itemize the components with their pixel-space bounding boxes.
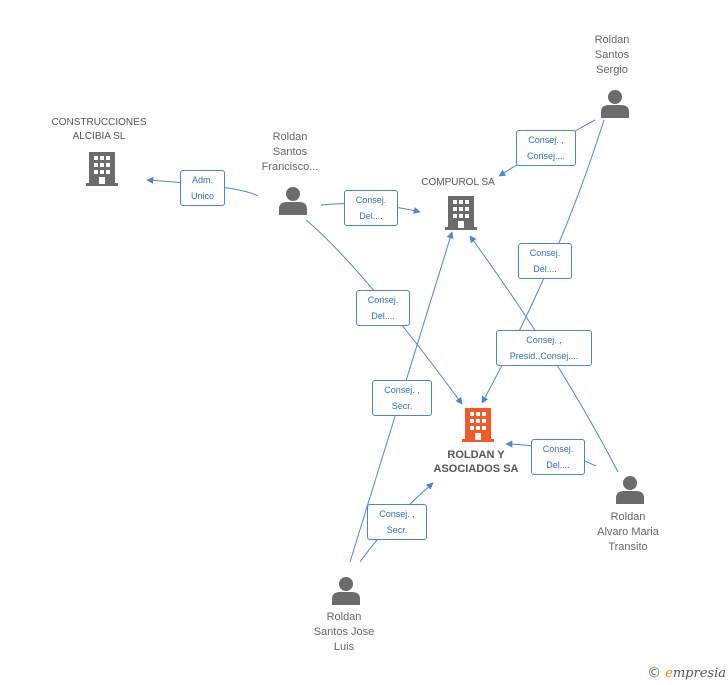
edge-label-jose-compurol: Consej. , Secr.: [372, 380, 432, 416]
alvaro-person-icon[interactable]: [615, 475, 645, 504]
francisco-person-icon[interactable]: [278, 186, 308, 215]
edge-label-sergio-roldan: Consej. Del....: [518, 243, 572, 279]
construcciones-label[interactable]: CONSTRUCCIONES ALCIBIA SL: [51, 117, 147, 142]
edge-francisco-roldan: [305, 219, 463, 405]
empresia-brand[interactable]: © empresia: [647, 665, 726, 681]
edge-label-francisco-roldan: Consej. Del....: [356, 290, 410, 326]
brand-name: empresia: [665, 666, 726, 681]
copyright-icon: ©: [647, 665, 662, 681]
sergio-label[interactable]: Roldan Santos Sergio: [594, 34, 630, 76]
edge-label-jose-roldan: Consej. , Secr.: [367, 504, 427, 540]
jose-person-icon[interactable]: [331, 576, 361, 605]
edge-label-alvaro-roldan: Consej. Del....: [531, 439, 585, 475]
compurol-building-icon[interactable]: [445, 196, 477, 230]
brand-rest: mpresia: [672, 665, 726, 681]
edge-label-francisco-compurol: Consej. Del....: [344, 190, 398, 226]
edge-label-sergio-compurol: Consej. , Consej....: [516, 130, 576, 166]
roldan-asociados-label[interactable]: ROLDAN Y ASOCIADOS SA: [433, 449, 519, 475]
compurol-label[interactable]: COMPUROL SA: [421, 177, 495, 188]
alvaro-label[interactable]: Roldan Alvaro Maria Transito: [597, 511, 659, 553]
jose-label[interactable]: Roldan Santos Jose Luis: [313, 611, 375, 653]
brand-e: e: [665, 665, 673, 681]
construcciones-building-icon[interactable]: [86, 152, 118, 186]
edge-label-alvaro-compurol: Consej. , Presid.,Consej....: [496, 330, 592, 366]
francisco-label[interactable]: Roldan Santos Francisco...: [261, 131, 319, 173]
roldan-asociados-building-icon[interactable]: [462, 408, 494, 442]
edge-label-francisco-construcciones: Adm. Unico: [180, 170, 225, 206]
sergio-person-icon[interactable]: [600, 89, 630, 118]
